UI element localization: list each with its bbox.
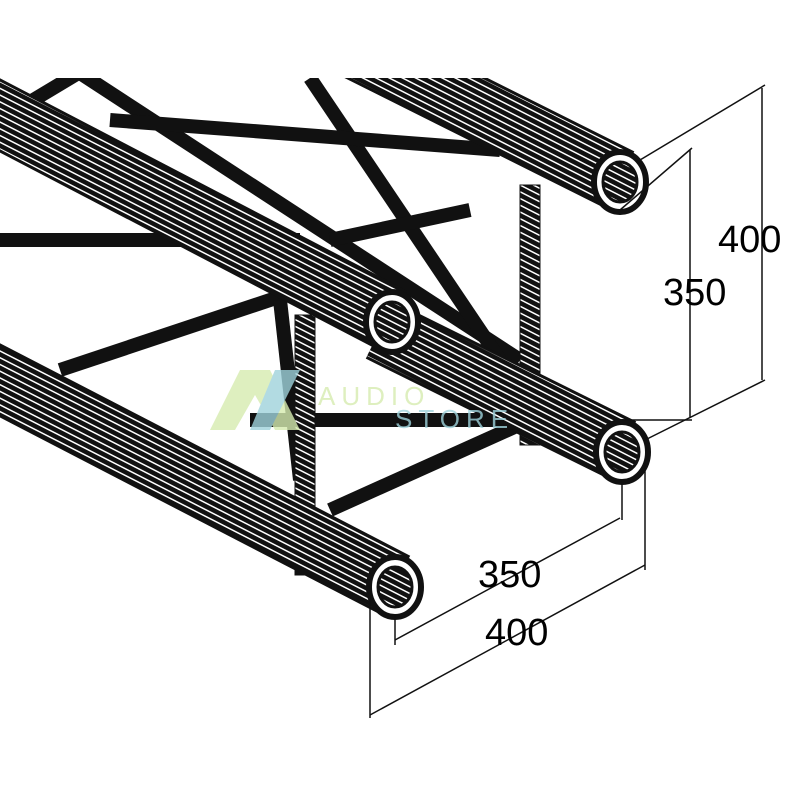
dimension-outer-width: 400 [485, 612, 548, 654]
dimension-inner-height: 350 [663, 272, 726, 314]
dimension-inner-width: 350 [478, 554, 541, 596]
watermark-logo: AUDIO STORE [210, 370, 514, 434]
tube-top-front [0, 78, 408, 350]
tube-top-back [344, 78, 635, 209]
svg-text:STORE: STORE [395, 404, 514, 434]
dimension-lines [369, 84, 766, 718]
tube-bottom-front [0, 343, 411, 615]
tube-ends [363, 149, 651, 620]
svg-text:AUDIO: AUDIO [318, 381, 430, 411]
tube-bottom-back [365, 301, 637, 479]
dimension-outer-height: 400 [718, 219, 781, 261]
